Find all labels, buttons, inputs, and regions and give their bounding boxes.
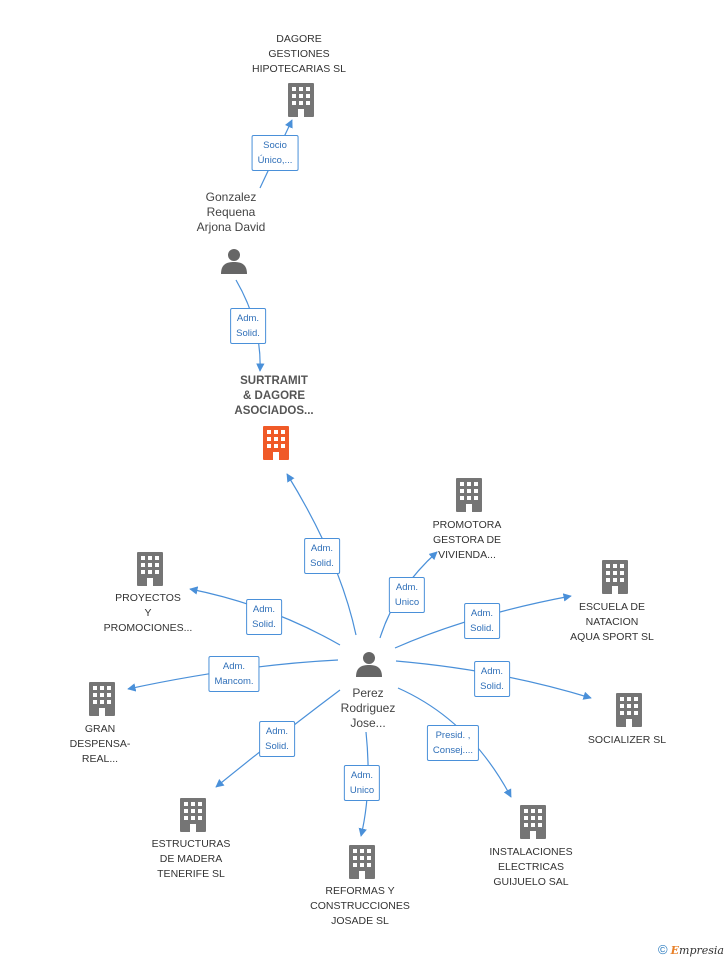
label-line: GESTIONES: [268, 48, 330, 60]
building-icon[interactable]: [288, 83, 314, 117]
node-label-surtramit[interactable]: SURTRAMIT & DAGORE ASOCIADOS...: [234, 374, 313, 419]
label-line: SOCIALIZER SL: [587, 734, 667, 746]
label-line: VIVIENDA...: [438, 549, 496, 561]
relation-text: Adm.: [480, 666, 504, 677]
label-line: ESCUELA DE: [579, 601, 645, 613]
building-icon-focus[interactable]: [263, 426, 289, 460]
label-line: PROMOTORA: [432, 519, 502, 531]
label-line: GUIJUELO SAL: [493, 876, 569, 888]
building-icon[interactable]: [349, 845, 375, 879]
label-line: ASOCIADOS...: [234, 405, 314, 417]
relation-box-perez-proyectos[interactable]: Adm. Solid.: [246, 599, 282, 635]
relation-text: Adm.: [236, 313, 260, 324]
relation-text: Adm.: [310, 543, 334, 554]
label-line: AQUA SPORT SL: [570, 631, 654, 643]
label-line: Y: [144, 607, 152, 619]
relation-text: Adm.: [395, 582, 419, 593]
relation-box-gonzalez-surtramit[interactable]: Adm. Solid.: [230, 308, 266, 344]
relation-box-perez-escuela[interactable]: Adm. Solid.: [464, 603, 500, 639]
node-label-escuela[interactable]: ESCUELA DE NATACION AQUA SPORT SL: [570, 600, 654, 645]
label-line: TENERIFE SL: [157, 868, 225, 880]
label-line: DESPENSA-: [69, 738, 131, 750]
person-icon[interactable]: [356, 652, 382, 677]
label-line: ELECTRICAS: [498, 861, 564, 873]
node-label-instalaciones[interactable]: INSTALACIONES ELECTRICAS GUIJUELO SAL: [489, 845, 572, 890]
label-line: Perez: [352, 686, 384, 700]
relation-box-gonzalez-dagore[interactable]: Socio Único,...: [251, 135, 299, 171]
label-line: Gonzalez: [205, 190, 257, 204]
node-label-perez[interactable]: Perez Rodriguez Jose...: [341, 686, 396, 731]
relation-box-perez-promotora[interactable]: Adm. Unico: [388, 577, 426, 613]
label-line: Jose...: [350, 716, 386, 730]
label-line: DE MADERA: [159, 853, 223, 865]
relation-box-perez-estructuras[interactable]: Adm. Solid.: [259, 721, 295, 757]
relation-text: Solid.: [310, 558, 334, 569]
person-icon[interactable]: [221, 249, 247, 274]
relation-text: Adm.: [222, 661, 246, 672]
building-icon[interactable]: [137, 552, 163, 586]
label-line: Arjona David: [196, 220, 266, 234]
node-label-dagore[interactable]: DAGORE GESTIONES HIPOTECARIAS SL: [252, 32, 346, 77]
relation-text: Único,...: [257, 155, 293, 166]
node-label-promotora[interactable]: PROMOTORA GESTORA DE VIVIENDA...: [433, 518, 502, 563]
building-icon[interactable]: [89, 682, 115, 716]
relation-text: Solid.: [265, 741, 289, 752]
relation-text: Socio: [263, 140, 287, 151]
building-icon[interactable]: [616, 693, 642, 727]
relation-text: Mancom.: [214, 676, 254, 687]
brand-initial: E: [670, 944, 680, 957]
label-line: GESTORA DE: [432, 534, 502, 546]
label-line: Requena: [206, 205, 256, 219]
empresia-footer[interactable]: © Empresia: [658, 942, 724, 957]
label-line: JOSADE SL: [331, 915, 389, 927]
label-line: INSTALACIONES: [489, 846, 573, 858]
label-line: SURTRAMIT: [240, 375, 308, 387]
relation-text: Solid.: [236, 328, 260, 339]
relation-text: Unico: [349, 785, 375, 796]
node-label-reformas[interactable]: REFORMAS Y CONSTRUCCIONES JOSADE SL: [310, 884, 410, 929]
label-line: ESTRUCTURAS: [151, 838, 231, 850]
node-label-estructuras[interactable]: ESTRUCTURAS DE MADERA TENERIFE SL: [152, 837, 231, 882]
label-line: NATACION: [585, 616, 639, 628]
label-line: DAGORE: [276, 33, 322, 45]
relation-box-perez-reformas[interactable]: Adm. Unico: [343, 765, 381, 801]
label-line: HIPOTECARIAS SL: [252, 63, 346, 75]
node-label-socializer[interactable]: SOCIALIZER SL: [588, 733, 666, 748]
relation-text: Consej....: [432, 745, 474, 756]
label-line: REFORMAS Y: [325, 885, 395, 897]
label-line: CONSTRUCCIONES: [310, 900, 410, 912]
node-label-proyectos[interactable]: PROYECTOS Y PROMOCIONES...: [104, 591, 193, 636]
label-line: REAL...: [81, 753, 119, 765]
relation-text: Solid.: [252, 619, 276, 630]
relation-box-perez-gran[interactable]: Adm. Mancom.: [208, 656, 260, 692]
relation-text: Adm.: [265, 726, 289, 737]
relation-text: Adm.: [252, 604, 276, 615]
building-icon[interactable]: [180, 798, 206, 832]
relation-text: Unico: [394, 597, 420, 608]
relation-text: Adm.: [350, 770, 374, 781]
node-label-gonzalez[interactable]: Gonzalez Requena Arjona David: [197, 190, 266, 235]
relation-text: Presid. ,: [435, 730, 471, 741]
building-icon[interactable]: [520, 805, 546, 839]
relation-text: Adm.: [470, 608, 494, 619]
label-line: GRAN: [84, 723, 116, 735]
building-icon[interactable]: [456, 478, 482, 512]
brand-name: mpresia: [679, 944, 724, 957]
node-label-gran[interactable]: GRAN DESPENSA- REAL...: [70, 722, 131, 767]
building-icon[interactable]: [602, 560, 628, 594]
relation-box-perez-surtramit[interactable]: Adm. Solid.: [304, 538, 340, 574]
label-line: PROMOCIONES...: [103, 622, 193, 634]
relation-box-perez-socializer[interactable]: Adm. Solid.: [474, 661, 510, 697]
relation-text: Solid.: [470, 623, 494, 634]
relation-box-perez-instalaciones[interactable]: Presid. , Consej....: [426, 725, 480, 761]
label-line: PROYECTOS: [115, 592, 181, 604]
label-line: & DAGORE: [243, 390, 305, 402]
relation-text: Solid.: [480, 681, 504, 692]
copyright-icon: ©: [657, 942, 668, 957]
label-line: Rodriguez: [340, 701, 396, 715]
